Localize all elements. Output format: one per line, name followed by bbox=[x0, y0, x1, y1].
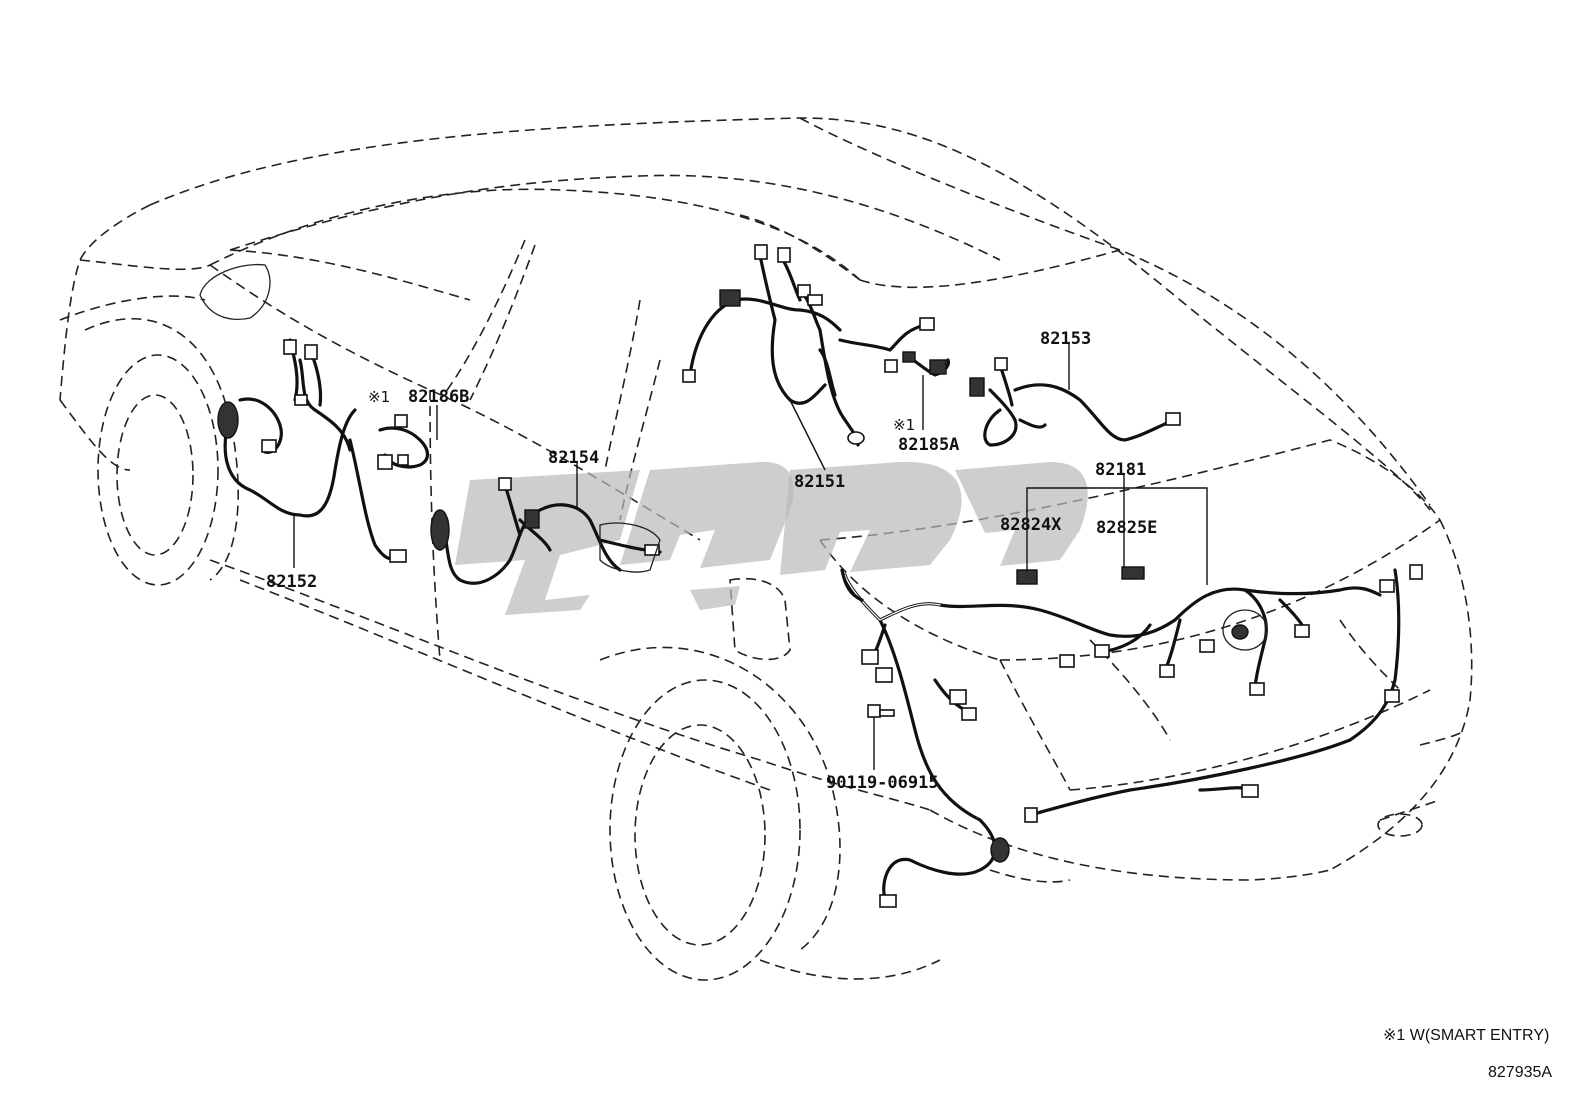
part-label-82154[interactable]: 82154 bbox=[548, 448, 599, 468]
part-label-82185A[interactable]: 82185A bbox=[898, 435, 959, 455]
trunk-small-parts[interactable] bbox=[1016, 566, 1145, 585]
part-label-82151[interactable]: 82151 bbox=[794, 472, 845, 492]
note-mark-82185A: ※1 bbox=[893, 416, 915, 434]
figure-code: 827935A bbox=[1488, 1064, 1552, 1081]
rear-door-harness[interactable] bbox=[430, 477, 662, 585]
trunk-harness[interactable] bbox=[840, 564, 1423, 908]
part-label-82186B[interactable]: 82186B bbox=[408, 387, 469, 407]
part-label-82153[interactable]: 82153 bbox=[1040, 329, 1091, 349]
part-label-82825E[interactable]: 82825E bbox=[1096, 518, 1157, 538]
watermark-logo bbox=[455, 461, 1088, 615]
part-label-90119-06915[interactable]: 90119-06915 bbox=[826, 773, 939, 793]
roof-antenna[interactable] bbox=[902, 351, 951, 377]
leader-lines bbox=[293, 344, 1208, 770]
note-mark-82186B: ※1 bbox=[368, 388, 390, 406]
door-antenna[interactable] bbox=[377, 414, 430, 470]
part-label-82824X[interactable]: 82824X bbox=[1000, 515, 1062, 535]
part-label-82181[interactable]: 82181 bbox=[1095, 460, 1146, 480]
roof-harness[interactable] bbox=[682, 244, 935, 447]
bolt[interactable] bbox=[867, 704, 895, 718]
part-labels: 82151 82152 82153 82154 82181 ※1 82185A … bbox=[266, 329, 1157, 793]
part-label-82152[interactable]: 82152 bbox=[266, 572, 317, 592]
footnotes: ※1 W(SMART ENTRY) 827935A bbox=[1383, 1027, 1552, 1081]
trunk-antenna-harness[interactable] bbox=[969, 357, 1181, 447]
smart-entry-footnote: ※1 W(SMART ENTRY) bbox=[1383, 1027, 1549, 1044]
front-door-harness[interactable] bbox=[217, 338, 407, 563]
